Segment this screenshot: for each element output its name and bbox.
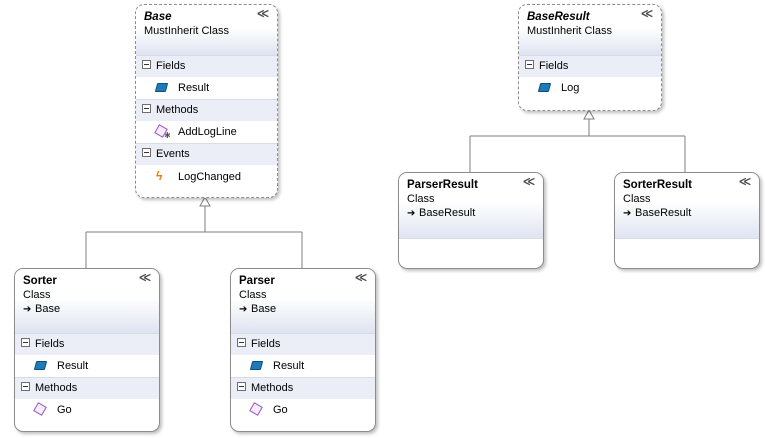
inherits-arrow-icon: ➔ — [623, 208, 632, 219]
class-body — [399, 238, 543, 267]
collapse-section-icon[interactable] — [237, 338, 246, 347]
section-title: Fields — [156, 60, 186, 72]
section-title: Fields — [35, 338, 65, 350]
base-class-reference: ➔BaseResult — [407, 206, 535, 221]
collapse-chevron-icon[interactable]: ≪ — [640, 8, 654, 20]
member-label: AddLogLine — [178, 126, 237, 138]
collapse-chevron-icon[interactable]: ≪ — [522, 176, 536, 188]
inherits-arrow-icon: ➔ — [407, 208, 416, 219]
section-title: Fields — [251, 338, 281, 350]
section-title: Fields — [539, 60, 569, 72]
class-header: Base MustInherit Class ≪ — [136, 5, 277, 55]
class-name: SorterResult — [623, 179, 693, 191]
member-field[interactable]: Log — [519, 77, 661, 99]
member-field[interactable]: Result — [136, 77, 277, 99]
method-icon — [33, 402, 47, 416]
method-icon — [249, 402, 263, 416]
member-label: Result — [273, 360, 305, 372]
section-methods[interactable]: Methods — [136, 99, 277, 121]
class-sorterresult[interactable]: SorterResult Class ➔BaseResult ≪ — [614, 172, 760, 269]
class-stereotype: Class — [407, 193, 435, 205]
base-class-reference: ➔Base — [23, 302, 151, 317]
class-body — [615, 238, 759, 267]
class-stereotype: MustInherit Class — [144, 25, 229, 37]
member-label: Result — [57, 360, 89, 372]
member-label: Log — [561, 82, 580, 94]
member-label: Go — [273, 404, 288, 416]
class-stereotype: Class — [623, 193, 651, 205]
field-icon — [249, 361, 264, 370]
field-icon — [154, 83, 169, 92]
member-label: Go — [57, 404, 72, 416]
member-event[interactable]: ϟ LogChanged — [136, 165, 277, 187]
class-parserresult[interactable]: ParserResult Class ➔BaseResult ≪ — [398, 172, 544, 269]
section-events[interactable]: Events — [136, 143, 277, 165]
class-sorter[interactable]: Sorter Class ➔Base ≪ Fields Result Metho… — [14, 268, 160, 432]
section-title: Methods — [35, 382, 78, 394]
member-field[interactable]: Result — [15, 355, 159, 377]
base-class-reference: ➔BaseResult — [623, 206, 751, 221]
member-method[interactable]: ✱ AddLogLine — [136, 121, 277, 143]
class-header: BaseResult MustInherit Class ≪ — [519, 5, 661, 55]
collapse-section-icon[interactable] — [142, 104, 151, 113]
section-fields[interactable]: Fields — [231, 333, 375, 355]
collapse-chevron-icon[interactable]: ≪ — [354, 272, 368, 284]
class-header: ParserResult Class ➔BaseResult ≪ — [399, 173, 543, 238]
base-class-label: Base — [251, 303, 277, 315]
class-name: Sorter — [23, 275, 57, 287]
member-field[interactable]: Result — [231, 355, 375, 377]
class-name: ParserResult — [407, 179, 478, 191]
section-title: Methods — [251, 382, 294, 394]
base-class-label: Base — [35, 303, 61, 315]
member-method[interactable]: Go — [231, 399, 375, 421]
class-name: Parser — [239, 275, 275, 287]
section-methods[interactable]: Methods — [15, 377, 159, 399]
section-methods[interactable]: Methods — [231, 377, 375, 399]
field-icon — [537, 83, 552, 92]
collapse-section-icon[interactable] — [142, 148, 151, 157]
base-class-label: BaseResult — [419, 207, 476, 219]
class-parser[interactable]: Parser Class ➔Base ≪ Fields Result Metho… — [230, 268, 376, 432]
member-label: LogChanged — [178, 171, 242, 183]
class-base[interactable]: Base MustInherit Class ≪ Fields Result M… — [135, 4, 278, 198]
section-fields[interactable]: Fields — [519, 55, 661, 77]
class-name: BaseResult — [527, 11, 590, 23]
field-icon — [33, 361, 48, 370]
class-stereotype: Class — [239, 289, 267, 301]
section-title: Events — [156, 148, 190, 160]
base-class-reference: ➔Base — [239, 302, 367, 317]
class-name: Base — [144, 11, 172, 23]
collapse-chevron-icon[interactable]: ≪ — [138, 272, 152, 284]
protected-star-icon: ✱ — [164, 131, 171, 140]
section-fields[interactable]: Fields — [15, 333, 159, 355]
class-header: Parser Class ➔Base ≪ — [231, 269, 375, 333]
class-stereotype: Class — [23, 289, 51, 301]
collapse-chevron-icon[interactable]: ≪ — [256, 8, 270, 20]
inherits-arrow-icon: ➔ — [239, 304, 248, 315]
class-header: Sorter Class ➔Base ≪ — [15, 269, 159, 333]
collapse-section-icon[interactable] — [21, 382, 30, 391]
class-baseresult[interactable]: BaseResult MustInherit Class ≪ Fields Lo… — [518, 4, 662, 111]
section-title: Methods — [156, 104, 199, 116]
collapse-chevron-icon[interactable]: ≪ — [738, 176, 752, 188]
collapse-section-icon[interactable] — [237, 382, 246, 391]
collapse-section-icon[interactable] — [525, 60, 534, 69]
member-label: Result — [178, 82, 210, 94]
baseresult-inheritance-arrow — [583, 108, 595, 120]
collapse-section-icon[interactable] — [21, 338, 30, 347]
base-class-label: BaseResult — [635, 207, 692, 219]
base-inheritance-arrow — [199, 195, 211, 207]
member-method[interactable]: Go — [15, 399, 159, 421]
class-header: SorterResult Class ➔BaseResult ≪ — [615, 173, 759, 238]
class-stereotype: MustInherit Class — [527, 25, 612, 37]
section-fields[interactable]: Fields — [136, 55, 277, 77]
inherits-arrow-icon: ➔ — [23, 304, 32, 315]
lightning-bolt-icon: ϟ — [156, 169, 163, 183]
collapse-section-icon[interactable] — [142, 60, 151, 69]
